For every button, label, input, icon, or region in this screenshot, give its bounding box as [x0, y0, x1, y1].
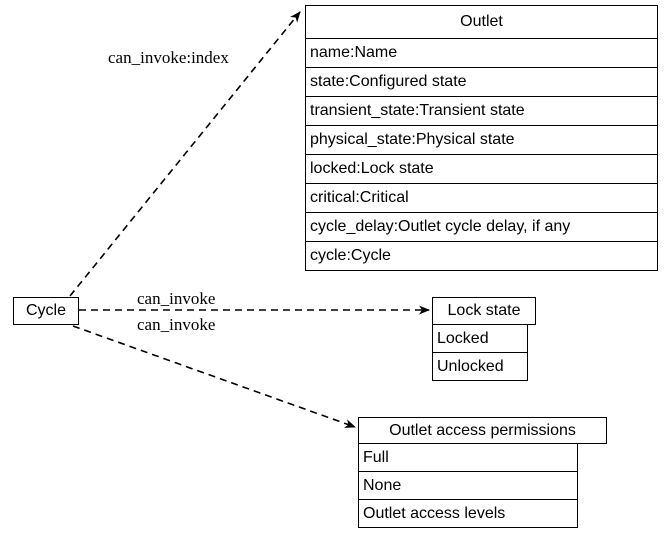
outlet-attribute-row: cycle_delay:Outlet cycle delay, if any: [305, 213, 658, 242]
outlet-attribute-row: cycle:Cycle: [305, 242, 658, 271]
outlet-access-permissions-value-row: Full: [358, 444, 578, 472]
outlet-access-permissions-class[interactable]: Outlet access permissions Full None Outl…: [358, 417, 607, 528]
outlet-attribute-row: locked:Lock state: [305, 155, 658, 184]
cycle-class-title: Cycle: [13, 297, 79, 325]
edge-label-can-invoke-index: can_invoke:index: [108, 48, 229, 67]
lock-state-value-row: Unlocked: [432, 353, 528, 381]
outlet-attribute-row: state:Configured state: [305, 68, 658, 97]
outlet-access-permissions-value-row: None: [358, 472, 578, 500]
outlet-attribute-row: critical:Critical: [305, 184, 658, 213]
outlet-attribute-row: transient_state:Transient state: [305, 97, 658, 126]
cycle-class[interactable]: Cycle: [13, 297, 79, 325]
lock-state-class-title: Lock state: [432, 297, 536, 325]
outlet-class[interactable]: Outlet name:Name state:Configured state …: [305, 5, 658, 271]
edge-cycle-to-outlet-access-permissions: [72, 325, 356, 428]
outlet-access-permissions-value-row: Outlet access levels: [358, 500, 578, 528]
edge-label-can-invoke-lock-state: can_invoke: [137, 289, 216, 308]
outlet-attribute-row: physical_state:Physical state: [305, 126, 658, 155]
lock-state-class[interactable]: Lock state Locked Unlocked: [432, 297, 536, 381]
lock-state-value-row: Locked: [432, 325, 528, 353]
edge-label-can-invoke-outlet-access-permissions: can_invoke: [137, 315, 216, 334]
edge-cycle-to-outlet: [69, 11, 301, 297]
outlet-attribute-row: name:Name: [305, 39, 658, 68]
outlet-class-title: Outlet: [305, 5, 658, 39]
outlet-access-permissions-class-title: Outlet access permissions: [358, 417, 607, 444]
